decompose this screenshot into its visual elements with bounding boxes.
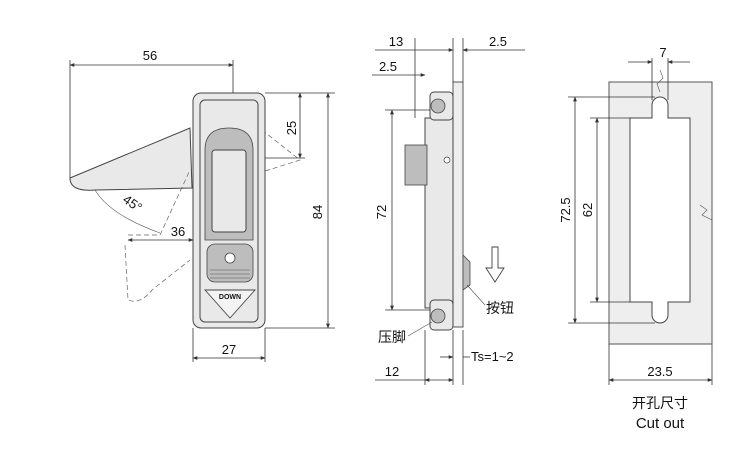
dim-23-5: 23.5 bbox=[647, 364, 672, 379]
cutout-view: 7 72.5 62 23.5 开孔尺寸 Cut out bbox=[558, 45, 713, 432]
side-body bbox=[424, 117, 454, 309]
push-direction-arrow-icon bbox=[485, 246, 505, 283]
screw-top bbox=[430, 98, 446, 114]
cam bbox=[404, 144, 428, 186]
cutout-title-en: Cut out bbox=[636, 415, 685, 432]
button-label: 按钮 bbox=[486, 301, 514, 317]
front-view: DOWN 56 25 84 45° 36 27 bbox=[69, 48, 335, 362]
cutout-hole bbox=[629, 96, 691, 324]
down-label: DOWN bbox=[219, 294, 241, 301]
swing-arc-side bbox=[261, 129, 301, 173]
swing-arc bbox=[128, 169, 191, 236]
dim-2-5-left: 2.5 bbox=[379, 59, 397, 74]
cutout-title-cn: 开孔尺寸 bbox=[632, 396, 688, 412]
dim-62: 62 bbox=[580, 203, 595, 217]
dim-2-5-top: 2.5 bbox=[489, 34, 507, 49]
panel-plate bbox=[452, 81, 464, 328]
dim-width: 56 bbox=[143, 48, 157, 63]
handle-open-position bbox=[69, 127, 193, 191]
keyhole bbox=[224, 252, 236, 264]
side-view: 13 2.5 2.5 72 按钮 压脚 Ts=1~2 12 bbox=[372, 34, 525, 385]
dim-height: 84 bbox=[310, 205, 325, 219]
dim-13: 13 bbox=[389, 34, 403, 49]
screw-bottom bbox=[430, 308, 446, 324]
dim-swing: 36 bbox=[171, 224, 185, 239]
swing-arc-lower bbox=[124, 244, 191, 302]
push-button bbox=[462, 254, 471, 291]
dim-72: 72 bbox=[374, 205, 389, 219]
handle-inner bbox=[211, 149, 247, 233]
dim-12: 12 bbox=[385, 364, 399, 379]
down-arrow-icon bbox=[203, 289, 257, 319]
dim-base: 27 bbox=[222, 342, 236, 357]
dim-angle: 45° bbox=[120, 192, 145, 216]
angle-arc bbox=[94, 189, 161, 234]
foot-label: 压脚 bbox=[378, 330, 406, 346]
dim-7: 7 bbox=[659, 45, 666, 60]
ts-label: Ts=1~2 bbox=[471, 349, 514, 364]
dim-top: 25 bbox=[284, 121, 299, 135]
dim-72-5: 72.5 bbox=[558, 197, 573, 222]
